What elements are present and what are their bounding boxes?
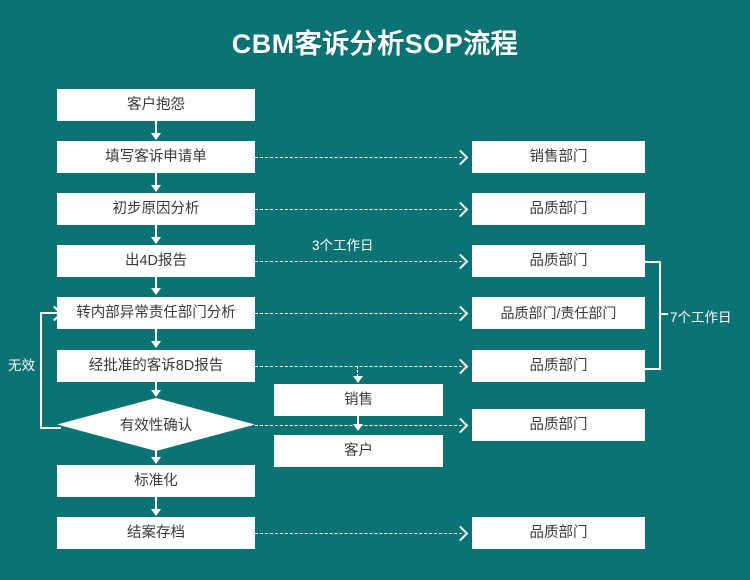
arrow-right-icon bbox=[452, 201, 469, 218]
connector-decision-dept-quality-4 bbox=[255, 425, 462, 426]
step-preliminary-cause-analysis[interactable]: 初步原因分析 bbox=[57, 193, 255, 225]
arrow-down-icon bbox=[151, 390, 161, 397]
invalid-loop-path bbox=[40, 312, 61, 429]
connector-step5-dept-quality-responsible bbox=[255, 313, 462, 314]
connector-step6-dept-quality-3 bbox=[255, 366, 462, 367]
connector-step2-step3 bbox=[155, 173, 157, 186]
connector-step8-dept-quality-5 bbox=[255, 533, 462, 534]
arrow-right-icon bbox=[452, 149, 469, 166]
decision-label: 有效性确认 bbox=[119, 418, 193, 434]
arrow-down-icon bbox=[353, 376, 363, 383]
recipient-customer[interactable]: 客户 bbox=[274, 435, 443, 467]
connector-sales-customer bbox=[357, 416, 359, 426]
bracket-tick bbox=[659, 313, 668, 315]
seven-working-days-bracket bbox=[645, 261, 661, 370]
arrow-down-icon bbox=[151, 133, 161, 140]
connector-step3-dept-quality-1 bbox=[255, 209, 462, 210]
dept-quality-5[interactable]: 品质部门 bbox=[472, 517, 645, 549]
dept-quality-3[interactable]: 品质部门 bbox=[472, 350, 645, 382]
connector-step1-step2 bbox=[155, 121, 157, 134]
connector-decision-standardization bbox=[155, 451, 157, 460]
dept-quality-1[interactable]: 品质部门 bbox=[472, 193, 645, 225]
arrow-right-icon bbox=[452, 305, 469, 322]
arrow-right-icon bbox=[452, 417, 469, 434]
arrow-down-icon bbox=[151, 457, 161, 464]
connector-step5-step6 bbox=[155, 329, 157, 342]
connector-step4-step5 bbox=[155, 277, 157, 290]
arrow-down-icon bbox=[151, 237, 161, 244]
invalid-loop-label: 无效 bbox=[8, 358, 35, 373]
connector-step4-dept-quality-2 bbox=[255, 261, 462, 262]
arrow-right-icon bbox=[452, 358, 469, 375]
seven-working-days-label: 7个工作日 bbox=[670, 310, 732, 325]
dept-sales[interactable]: 销售部门 bbox=[472, 141, 645, 173]
step-standardization[interactable]: 标准化 bbox=[57, 465, 255, 497]
step-internal-department-analysis[interactable]: 转内部异常责任部门分析 bbox=[57, 297, 255, 329]
arrow-right-icon bbox=[452, 253, 469, 270]
arrow-down-icon bbox=[151, 341, 161, 348]
step-fill-complaint-form[interactable]: 填写客诉申请单 bbox=[57, 141, 255, 173]
connector-step2-dept-sales bbox=[255, 157, 462, 158]
arrow-down-icon bbox=[151, 288, 161, 295]
arrow-down-icon bbox=[151, 509, 161, 516]
step-customer-complaint[interactable]: 客户抱怨 bbox=[57, 89, 255, 121]
connector-standardization-archive bbox=[155, 497, 157, 510]
arrow-down-icon bbox=[151, 185, 161, 192]
connector-step6-decision bbox=[155, 382, 157, 391]
arrow-right-icon bbox=[452, 525, 469, 542]
dept-quality-responsible[interactable]: 品质部门/责任部门 bbox=[472, 297, 645, 329]
arrow-down-icon bbox=[353, 424, 363, 431]
three-working-days-label: 3个工作日 bbox=[312, 238, 374, 253]
step-approved-8d-report[interactable]: 经批准的客诉8D报告 bbox=[57, 350, 255, 382]
connector-8d-to-sales bbox=[357, 366, 358, 377]
recipient-sales[interactable]: 销售 bbox=[274, 384, 443, 416]
page-title: CBM客诉分析SOP流程 bbox=[231, 29, 519, 59]
connector-step3-step4 bbox=[155, 225, 157, 238]
dept-quality-2[interactable]: 品质部门 bbox=[472, 245, 645, 277]
step-issue-4d-report[interactable]: 出4D报告 bbox=[57, 245, 255, 277]
dept-quality-4[interactable]: 品质部门 bbox=[472, 409, 645, 441]
step-case-closure-archive[interactable]: 结案存档 bbox=[57, 517, 255, 549]
decision-effectiveness-confirmation[interactable]: 有效性确认 bbox=[57, 398, 255, 451]
